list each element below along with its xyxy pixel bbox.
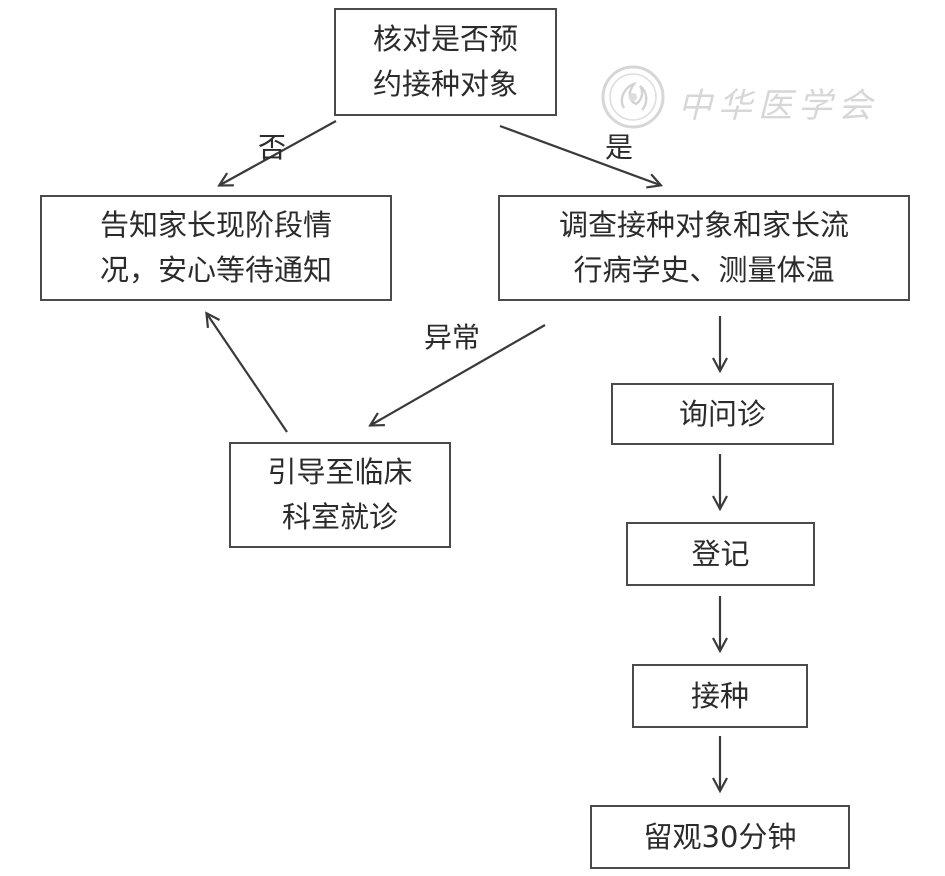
edge-label-no: 否 bbox=[258, 131, 287, 164]
node-vaccinate-text: 接种 bbox=[690, 678, 749, 713]
node-epidemiology-survey-text: 调查接种对象和家长流 行病学史、测量体温 bbox=[558, 208, 849, 287]
node-verify-appointment: 核对是否预 约接种对象 bbox=[334, 8, 557, 116]
node-guide-to-clinic: 引导至临床 科室就诊 bbox=[229, 442, 451, 548]
node-register: 登记 bbox=[626, 522, 815, 586]
watermark-text: 中华医学会 bbox=[678, 86, 878, 126]
node-observe-text: 留观30分钟 bbox=[643, 819, 797, 854]
node-guide-to-clinic-text: 引导至临床 科室就诊 bbox=[267, 455, 413, 534]
arrow-survey-to-guide bbox=[371, 324, 546, 425]
node-verify-appointment-text: 核对是否预 约接种对象 bbox=[372, 22, 518, 101]
edge-label-yes: 是 bbox=[605, 131, 634, 164]
node-inquiry-text: 询问诊 bbox=[678, 396, 766, 431]
arrow-verify-to-survey bbox=[499, 124, 660, 185]
node-register-text: 登记 bbox=[691, 536, 750, 571]
watermark-logo: 中华医学会 bbox=[598, 62, 888, 132]
node-notify-parent: 告知家长现阶段情 况，安心等待通知 bbox=[40, 195, 392, 301]
node-epidemiology-survey: 调查接种对象和家长流 行病学史、测量体温 bbox=[498, 195, 910, 301]
node-inquiry: 询问诊 bbox=[611, 383, 834, 445]
node-observe: 留观30分钟 bbox=[590, 805, 850, 869]
arrow-verify-to-notify bbox=[220, 120, 337, 185]
edge-label-abnormal: 异常 bbox=[424, 321, 481, 354]
arrow-guide-to-notify bbox=[207, 314, 288, 433]
seal-icon bbox=[601, 65, 665, 129]
node-vaccinate: 接种 bbox=[632, 664, 808, 728]
node-notify-parent-text: 告知家长现阶段情 况，安心等待通知 bbox=[99, 208, 332, 287]
